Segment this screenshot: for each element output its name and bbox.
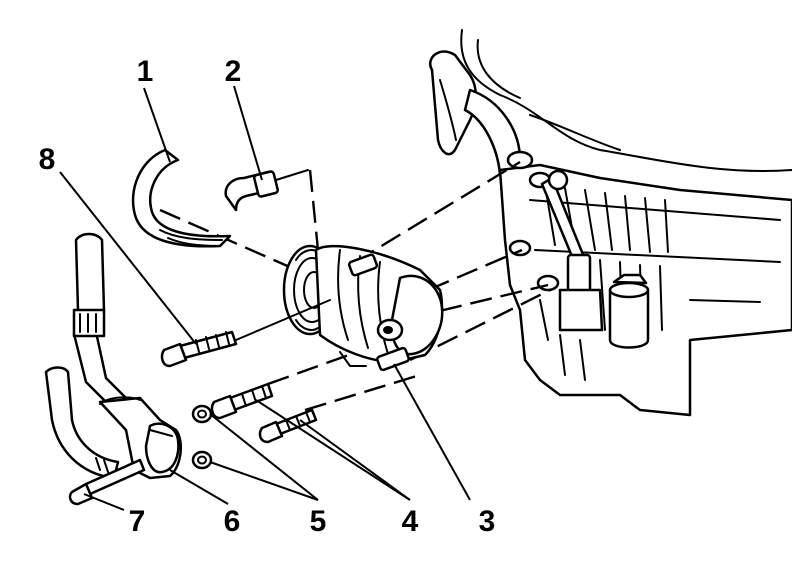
- callout-3: 3: [478, 505, 496, 538]
- callout-1: 1: [136, 55, 154, 88]
- callout-6: 6: [223, 505, 241, 538]
- callout-4: 4: [401, 505, 419, 538]
- callout-8: 8: [38, 143, 56, 176]
- bolt-4-upper: [210, 382, 274, 420]
- refrigerant-fitting: [224, 169, 309, 212]
- drive-belt: [131, 148, 232, 248]
- callout-5: 5: [309, 505, 327, 538]
- engine-block: [429, 29, 792, 417]
- callout-7: 7: [128, 505, 146, 538]
- bolt-8: [160, 299, 331, 368]
- bolt-7: [68, 458, 146, 506]
- ac-compressor: [282, 244, 444, 372]
- hose-assembly: [44, 232, 183, 480]
- callout-2: 2: [224, 55, 242, 88]
- leader-lines: [59, 85, 471, 511]
- o-rings: [191, 404, 213, 470]
- bolt-4-lower: [258, 408, 318, 444]
